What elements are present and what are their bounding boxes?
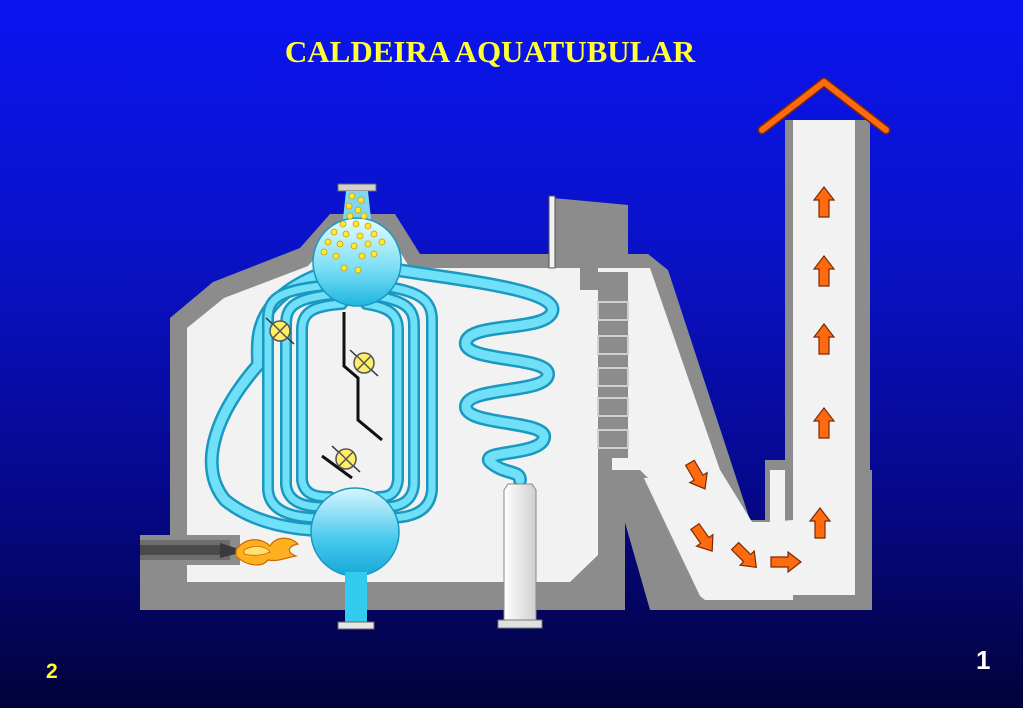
baffle-slot [597,367,629,387]
baffle-lines [321,312,383,480]
baffle-slot [597,429,629,449]
slide-number: 2 [46,660,58,683]
baffle-slot [597,397,629,417]
chimney-cap-icon [757,77,891,135]
valve-icon [331,445,361,473]
steam-bubbles [320,192,386,274]
water-tubes [204,263,560,537]
mud-drum [310,487,400,630]
valve-icon [265,317,295,345]
baffle-slot [597,335,629,355]
duct-bottom-wall [140,470,872,610]
page-number: 1 [976,645,991,675]
outlet-column [497,483,543,629]
steam-drum [312,183,402,307]
baffle-slot [597,301,629,321]
slide-title: CALDEIRA AQUATUBULAR [284,34,696,69]
valve-icon [349,349,379,377]
damper-housing [553,198,628,290]
flame-icon [235,537,300,566]
